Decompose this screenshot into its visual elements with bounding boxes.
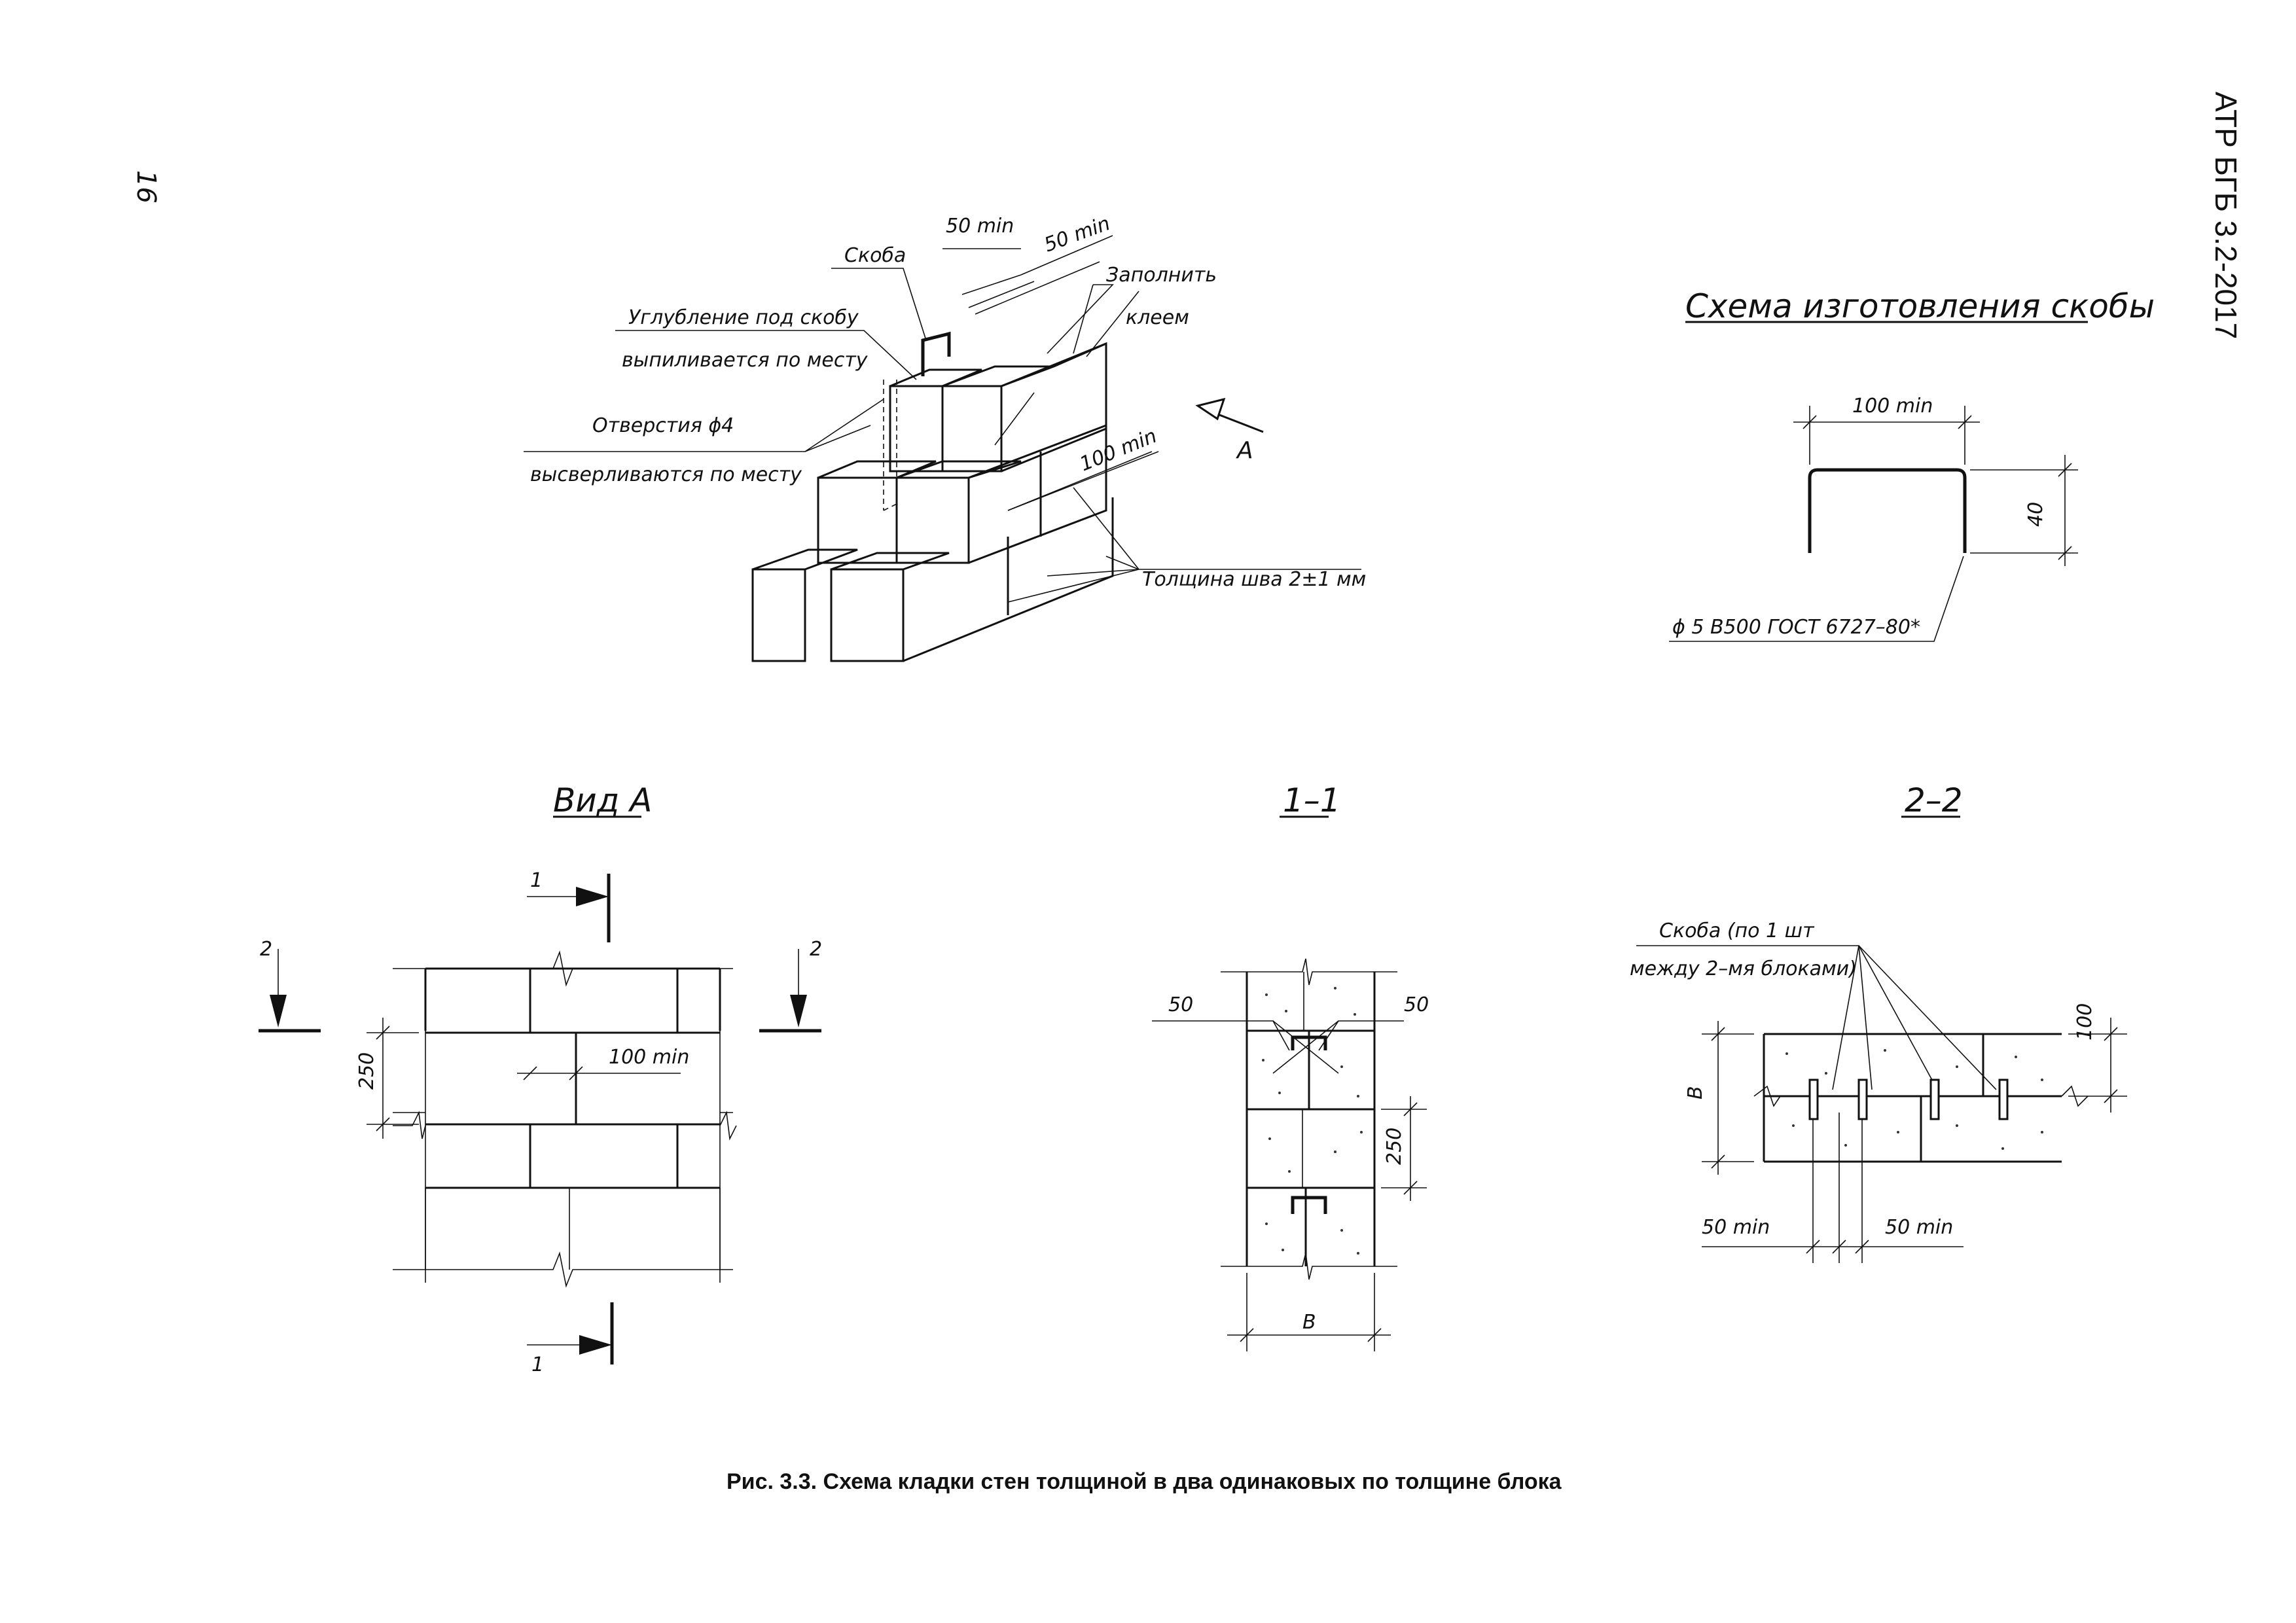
section-2-2-dim-50-right: 50 min (1885, 1216, 1953, 1239)
staple-dim-width: 100 min (1852, 395, 1933, 418)
view-a-dims (367, 1018, 681, 1139)
view-a-dim-250: 250 (355, 1052, 378, 1090)
label-recess-2: выпиливается по месту (622, 349, 869, 372)
svg-text:2: 2 (810, 938, 822, 961)
section-2-2-label-2: между 2–мя блоками) (1630, 957, 1857, 980)
svg-text:1: 1 (531, 1353, 544, 1376)
staple-shape (1808, 468, 1967, 553)
iso-dim-lines (942, 235, 1159, 511)
cut-2-right: 2 (759, 938, 822, 1033)
document-code: АТР БГБ 3.2-2017 (2209, 92, 2243, 339)
svg-text:2: 2 (260, 938, 272, 961)
section-1-1-staple-top (1291, 1035, 1327, 1050)
view-arrow-a: А (1195, 397, 1264, 464)
view-a-wall (424, 967, 721, 1189)
section-1-1-dim-50-right: 50 (1404, 993, 1429, 1016)
section-1-1-breaks (1152, 958, 1427, 1351)
iso-bottom-course (751, 497, 1114, 662)
section-2-2-texture (1785, 1049, 2043, 1150)
staple-spec: ϕ 5 В500 ГОСТ 6727–80* (1672, 616, 1920, 639)
section-2-2-title: 2–2 (1905, 781, 1963, 819)
section-1-1: 1–1 (1152, 781, 1429, 1351)
section-2-2-staples (1808, 1079, 2009, 1120)
section-2-2-wall (1763, 1033, 2062, 1163)
cut-1-bottom: 1 (527, 1302, 614, 1376)
section-2-2-dim-100: 100 (2073, 1003, 2096, 1041)
isometric-masonry-view: А Скоба Углублени (524, 212, 1366, 662)
label-fill-1: Заполнить (1106, 264, 1217, 287)
section-2-2-breaks (1636, 945, 2127, 1263)
label-holes-1: Отверстия ϕ4 (592, 414, 734, 437)
figure-caption: Рис. 3.3. Схема кладки стен толщиной в д… (726, 1469, 1562, 1494)
section-2-2: 2–2 (1630, 781, 2127, 1263)
staple-dim-height: 40 (2024, 502, 2047, 527)
label-recess-1: Углубление под скобу (628, 306, 859, 329)
svg-text:А: А (1236, 437, 1253, 464)
label-fill-2: клеем (1126, 306, 1189, 329)
section-2-2-dim-b: В (1684, 1086, 1707, 1099)
section-2-2-label-1: Скоба (по 1 шт (1659, 919, 1815, 942)
view-a-breaks (393, 950, 737, 1288)
staple-scheme-title: Схема изготовления скобы (1685, 287, 2155, 325)
label-holes-2: высверливаются по месту (530, 463, 802, 486)
staple-scheme: Схема изготовления скобы 100 min 40 ϕ 5 … (1669, 287, 2155, 642)
iso-staple (921, 331, 951, 376)
section-1-1-texture (1262, 987, 1363, 1255)
iso-leaders (524, 261, 1361, 603)
section-2-2-dim-50-left: 50 min (1702, 1216, 1770, 1239)
section-1-1-staple-bottom (1291, 1196, 1327, 1214)
cut-1-top: 1 (527, 869, 611, 942)
section-1-1-wall (1246, 972, 1376, 1266)
label-skoba: Скоба (844, 244, 906, 267)
dim-50-b: 50 min (1041, 212, 1113, 257)
cut-2-left: 2 (259, 938, 321, 1033)
page-number: 16 (131, 170, 161, 204)
view-a-title: Вид А (553, 781, 652, 819)
section-1-1-title: 1–1 (1283, 781, 1341, 819)
section-1-1-dim-250: 250 (1383, 1128, 1406, 1165)
section-1-1-dim-b: В (1302, 1311, 1316, 1334)
iso-top-course (889, 342, 1107, 473)
dim-50-a: 50 min (946, 215, 1014, 238)
iso-middle-course (817, 419, 1107, 564)
iso-hidden-lines (883, 380, 897, 511)
section-1-1-dim-50-left: 50 (1168, 993, 1193, 1016)
staple-dims (1669, 406, 2078, 642)
view-a-dim-100: 100 min (609, 1046, 689, 1069)
view-a: Вид А (259, 781, 822, 1376)
svg-text:1: 1 (530, 869, 543, 892)
label-joint: Толщина шва 2±1 мм (1142, 568, 1366, 591)
